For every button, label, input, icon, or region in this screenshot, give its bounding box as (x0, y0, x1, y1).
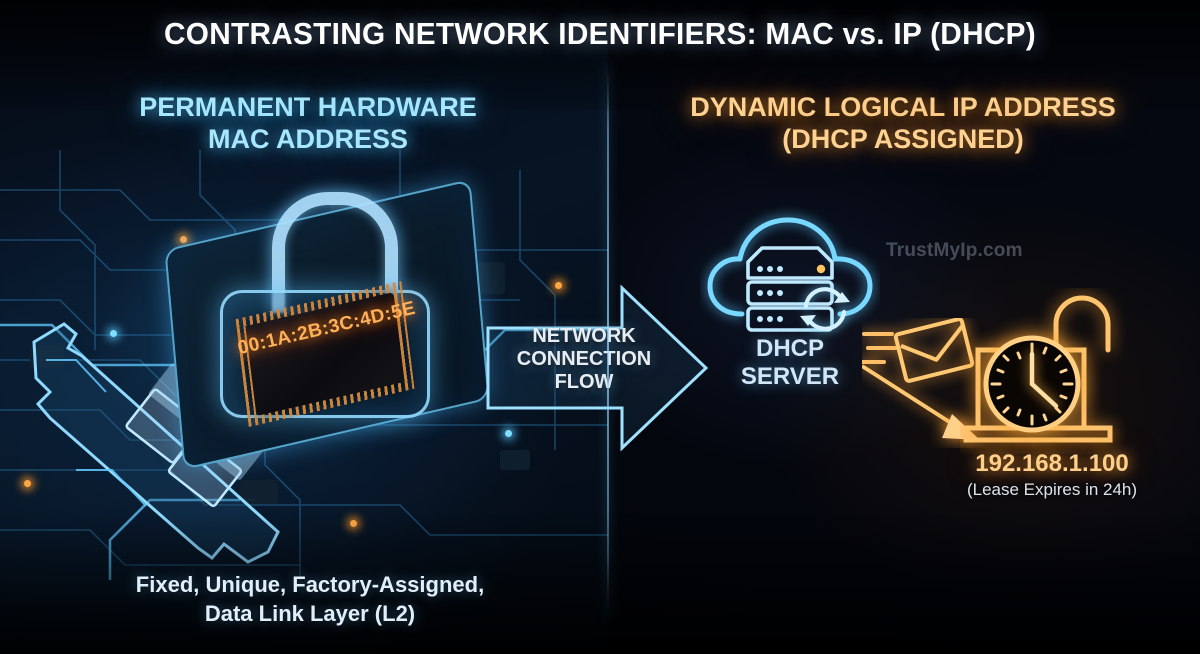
left-panel-caption: Fixed, Unique, Factory-Assigned, Data Li… (30, 570, 590, 629)
left-panel-heading: PERMANENT HARDWARE MAC ADDRESS (28, 92, 588, 156)
right-heading-line2: (DHCP ASSIGNED) (782, 123, 1024, 154)
open-padlock-clock-icon (963, 295, 1113, 443)
right-panel-heading: DYNAMIC LOGICAL IP ADDRESS (DHCP ASSIGNE… (618, 92, 1188, 156)
page-title: CONTRASTING NETWORK IDENTIFIERS: MAC vs.… (164, 16, 1036, 51)
left-caption-line1: Fixed, Unique, Factory-Assigned, (135, 572, 485, 597)
diagonal-arrow-icon (942, 414, 980, 440)
dhcp-server-label: DHCP SERVER (700, 335, 880, 391)
padlock-body (220, 280, 430, 428)
led-indicator (180, 236, 187, 243)
ip-address-value: 192.168.1.100 (975, 450, 1129, 477)
panel-divider (607, 62, 609, 622)
right-panel-caption (620, 570, 1180, 599)
led-indicator (110, 330, 117, 337)
closed-padlock-icon (218, 190, 430, 428)
left-heading-line1: PERMANENT HARDWARE (139, 92, 477, 122)
cloud-server-sync-icon (707, 217, 873, 332)
left-caption-line2: Data Link Layer (L2) (204, 601, 416, 627)
watermark: TrustMyIp.com (886, 240, 1023, 261)
flow-label-line1: NETWORK (532, 325, 636, 347)
led-indicator (24, 480, 31, 487)
right-heading-line1: DYNAMIC LOGICAL IP ADDRESS (690, 92, 1116, 122)
led-indicator (555, 282, 562, 289)
status-led (816, 264, 826, 274)
right-arrow-icon (484, 280, 710, 456)
led-indicator (350, 520, 357, 527)
flow-label-line2: CONNECTION (516, 348, 652, 371)
dhcp-label-line1: DHCP (755, 335, 824, 362)
flow-label-line3: FLOW (554, 371, 614, 394)
left-heading-line2: MAC ADDRESS (207, 123, 408, 154)
envelope-icon (862, 318, 980, 440)
led-indicator (505, 430, 512, 437)
dhcp-label-line2: SERVER (740, 362, 840, 390)
flow-label: NETWORK CONNECTION FLOW (500, 325, 668, 395)
lease-expiry-note: (Lease Expires in 24h) (966, 480, 1138, 499)
